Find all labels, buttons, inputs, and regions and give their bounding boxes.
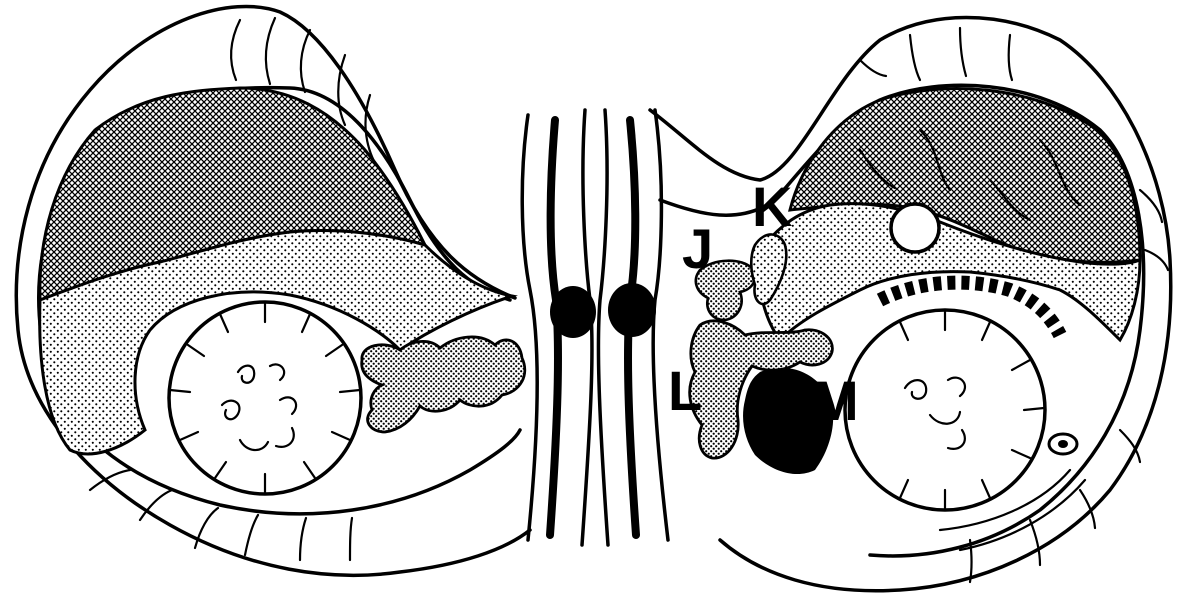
right-central-stem <box>653 110 668 540</box>
right-small-ring <box>891 204 939 252</box>
label-k: K <box>752 175 792 238</box>
right-section <box>598 18 1170 591</box>
left-section <box>16 6 596 575</box>
right-round-body <box>845 310 1045 510</box>
left-central-stem <box>522 115 537 540</box>
label-m: M <box>812 369 859 432</box>
left-lobule-cluster <box>362 337 525 432</box>
label-l: L <box>668 359 702 422</box>
left-round-body <box>169 302 361 494</box>
right-black-node <box>608 283 656 337</box>
left-black-node <box>550 286 596 338</box>
label-j: J <box>682 217 713 280</box>
